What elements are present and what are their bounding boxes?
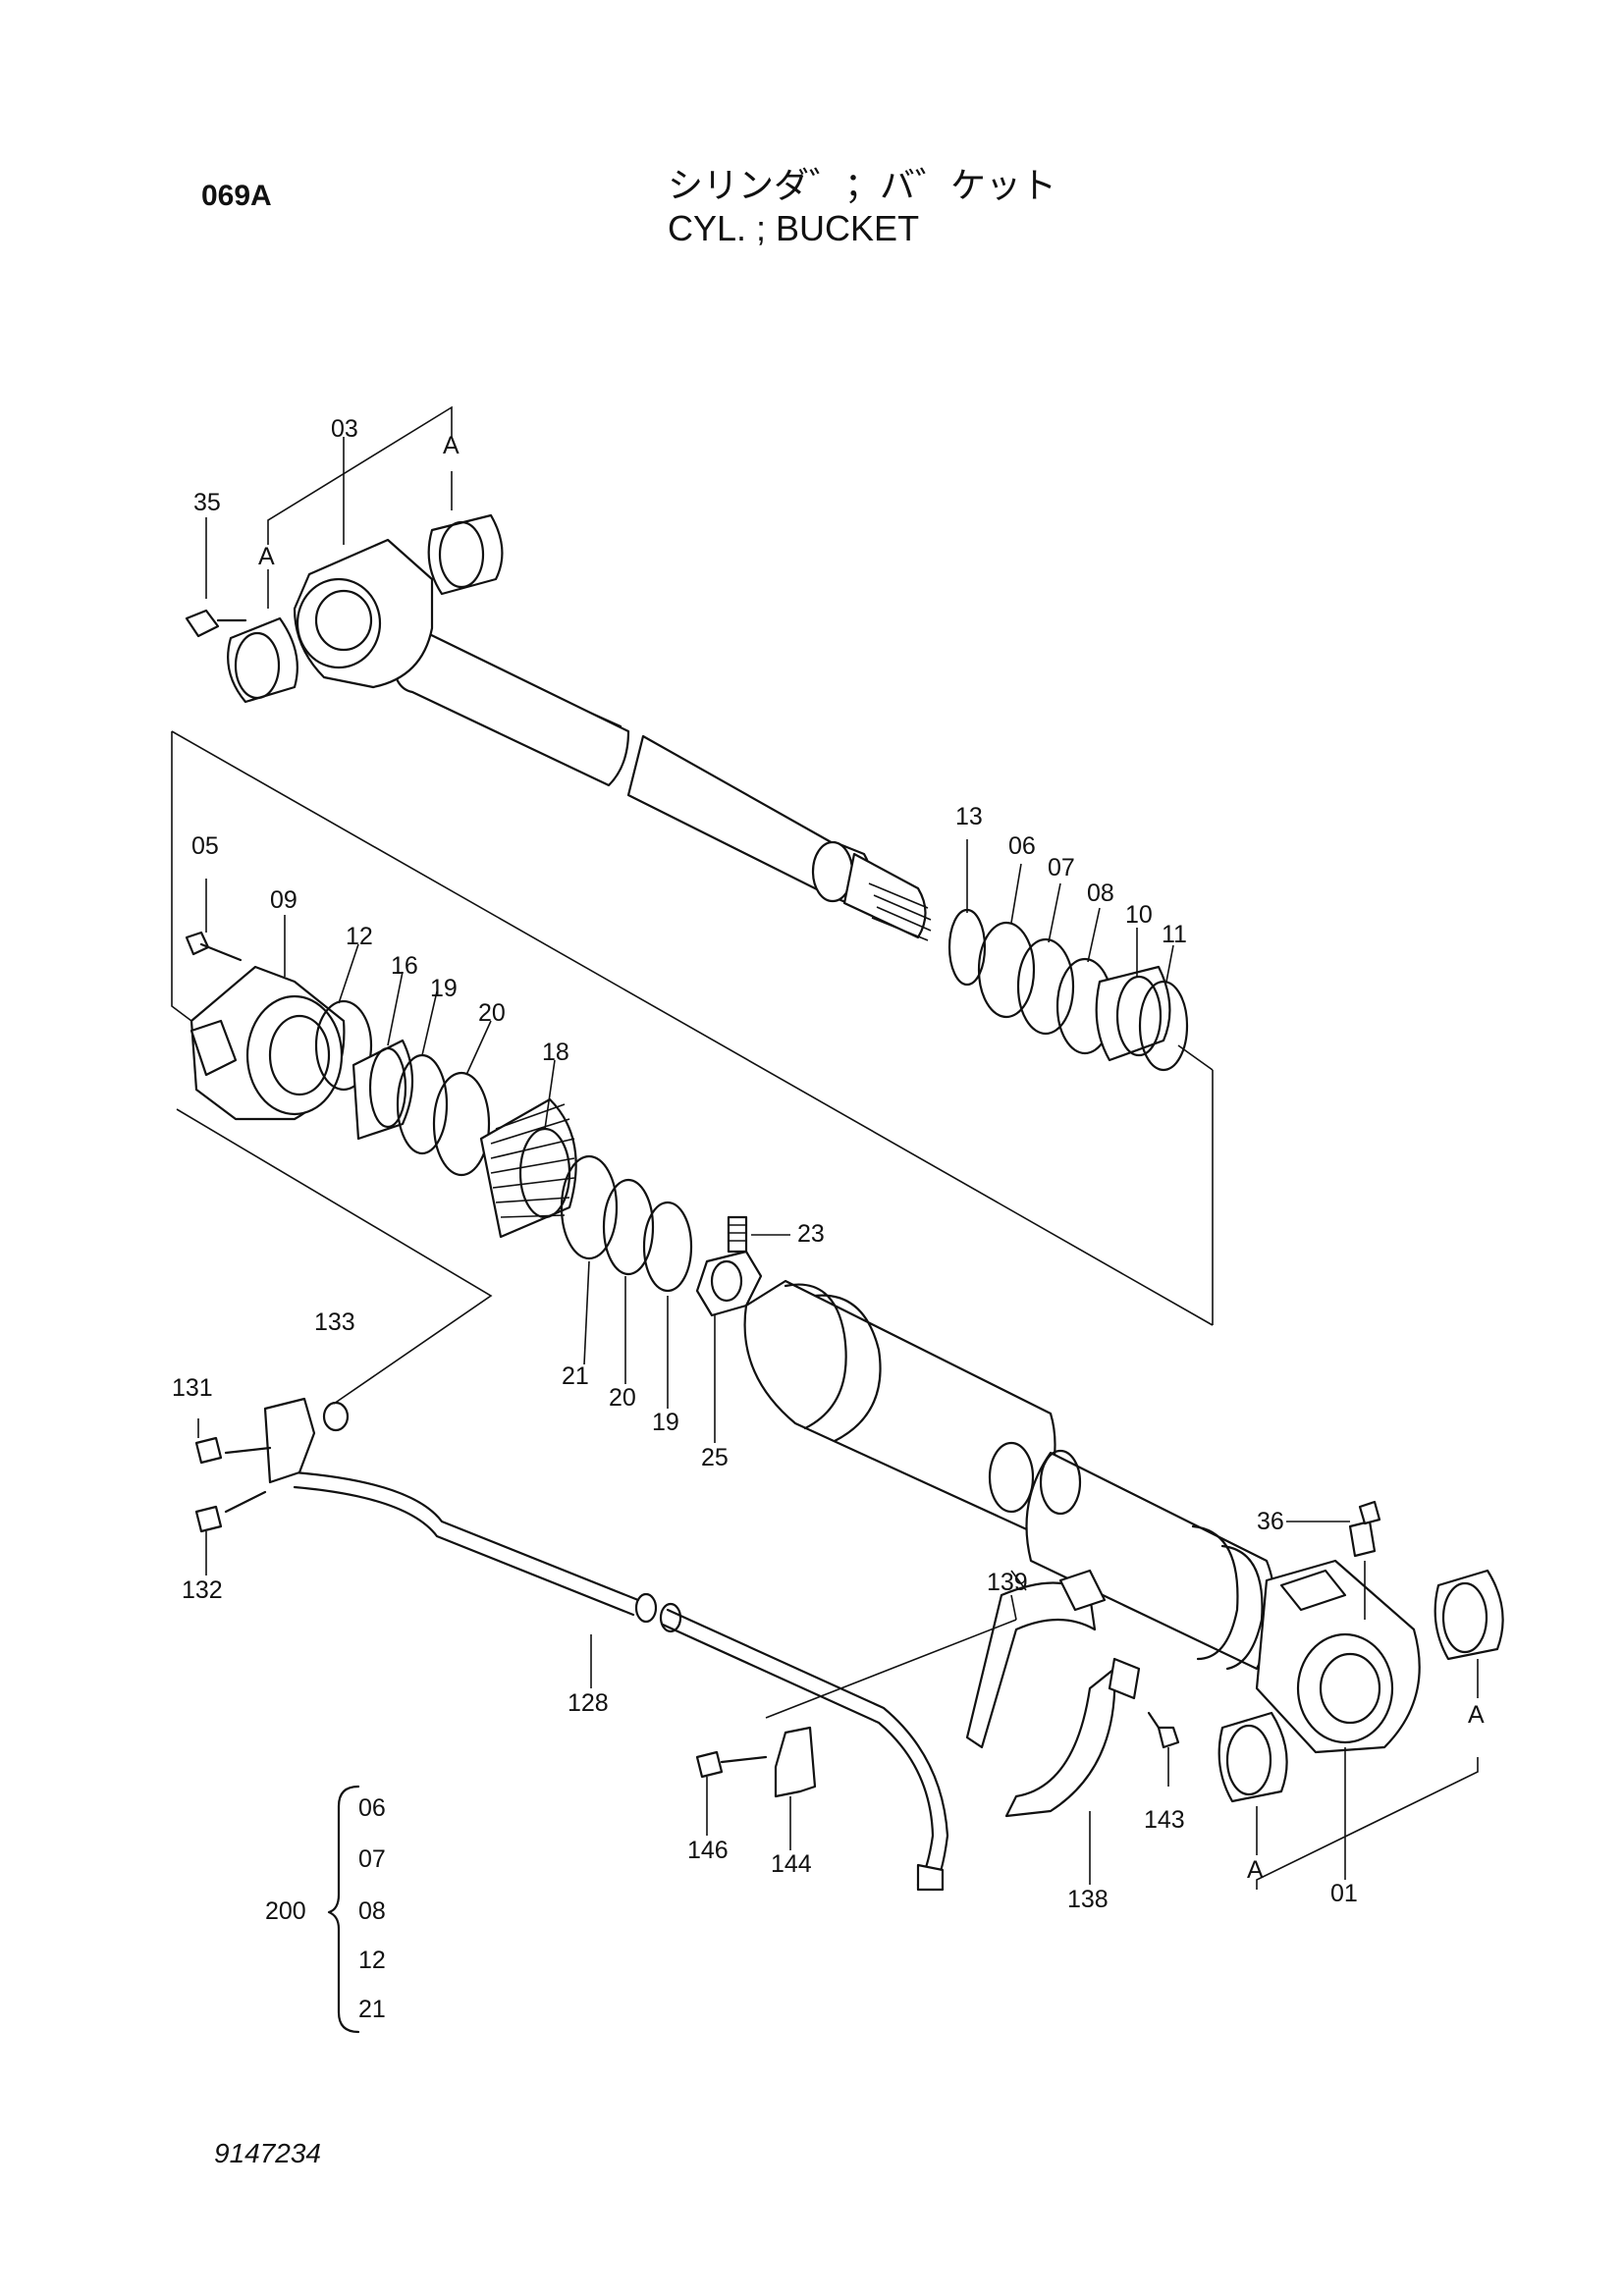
callout-06: 06 bbox=[1008, 832, 1036, 860]
callout-A-bottom-left: A bbox=[1247, 1856, 1264, 1884]
head-piston-group bbox=[185, 931, 763, 1317]
callout-10: 10 bbox=[1125, 901, 1153, 929]
kit-item: 12 bbox=[358, 1947, 386, 1974]
callout-25: 25 bbox=[701, 1444, 729, 1471]
callout-132: 132 bbox=[182, 1576, 223, 1604]
callout-23: 23 bbox=[797, 1220, 825, 1248]
rod-seal-group bbox=[947, 908, 1189, 1072]
callout-20-upper: 20 bbox=[478, 999, 506, 1027]
callout-19-lower: 19 bbox=[652, 1409, 679, 1436]
callout-13: 13 bbox=[955, 803, 983, 830]
callout-09: 09 bbox=[270, 886, 298, 914]
callout-12: 12 bbox=[346, 923, 373, 950]
document-number: 9147234 bbox=[214, 2138, 322, 2168]
callout-21: 21 bbox=[562, 1362, 589, 1390]
callout-18: 18 bbox=[542, 1039, 569, 1066]
callout-A-top-right: A bbox=[443, 432, 460, 459]
callout-19-upper: 19 bbox=[430, 975, 458, 1002]
cylinder-tube bbox=[743, 1279, 1504, 1803]
callout-A-top-left: A bbox=[258, 543, 275, 570]
callout-05: 05 bbox=[191, 832, 219, 860]
pipe-and-clamps bbox=[194, 1397, 1180, 1892]
callout-A-bottom-right: A bbox=[1468, 1701, 1485, 1729]
kit-item: 21 bbox=[358, 1996, 386, 2023]
kit-item: 06 bbox=[358, 1794, 386, 1822]
callout-128: 128 bbox=[568, 1689, 609, 1717]
callout-143: 143 bbox=[1144, 1806, 1185, 1834]
callout-133: 133 bbox=[314, 1308, 355, 1336]
callout-146: 146 bbox=[687, 1837, 729, 1864]
callout-35: 35 bbox=[193, 489, 221, 516]
callout-08: 08 bbox=[1087, 880, 1114, 907]
page-code: 069A bbox=[201, 180, 272, 212]
callout-20-lower: 20 bbox=[609, 1384, 636, 1412]
callout-138: 138 bbox=[1067, 1886, 1109, 1913]
callout-01: 01 bbox=[1330, 1880, 1358, 1907]
callout-36: 36 bbox=[1257, 1508, 1284, 1535]
kit-item: 08 bbox=[358, 1897, 386, 1925]
callout-144: 144 bbox=[771, 1850, 812, 1878]
title-english: CYL. ; BUCKET bbox=[668, 208, 920, 248]
callout-139: 139 bbox=[987, 1569, 1028, 1596]
kit-item: 07 bbox=[358, 1845, 386, 1873]
kit-number: 200 bbox=[265, 1897, 306, 1925]
callout-16: 16 bbox=[391, 952, 418, 980]
callout-131: 131 bbox=[172, 1374, 213, 1402]
callout-11: 11 bbox=[1162, 921, 1187, 948]
title-japanese: シリンダ゛；バ゛ケット bbox=[668, 166, 1057, 206]
callout-03: 03 bbox=[331, 415, 358, 443]
leader-lines bbox=[171, 405, 1479, 2034]
rod-assembly bbox=[185, 513, 932, 941]
callout-07: 07 bbox=[1048, 854, 1075, 881]
